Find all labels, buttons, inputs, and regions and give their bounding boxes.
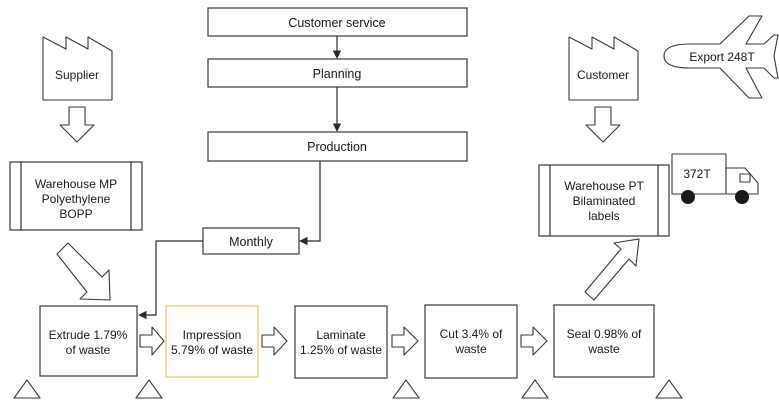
warehouse-mp-box: Warehouse MP Polyethylene BOPP (9, 161, 143, 231)
shipment-arrow-diagonal-icon (584, 238, 640, 301)
arrow-production-to-monthly (299, 161, 321, 246)
warehouse-mp-line2: Polyethylene (42, 192, 111, 206)
inventory-triangle-icon-2 (135, 379, 163, 399)
inventory-triangle-icon-3 (392, 379, 420, 399)
customer-service-box: Customer service (207, 7, 468, 37)
process-impression-box: Impression 5.79% of waste (165, 305, 259, 378)
customer-factory-icon: Customer (568, 36, 639, 101)
process-laminate-box: Laminate 1.25% of waste (294, 305, 388, 379)
process-cut-box: Cut 3.4% of waste (424, 304, 518, 379)
warehouse-pt-box: Warehouse PT Bilaminated labels (538, 164, 670, 237)
inventory-triangle-icon-5 (655, 379, 683, 399)
warehouse-mp-line3: BOPP (59, 207, 92, 221)
process-cut-line1: Cut 3.4% of (440, 327, 503, 341)
push-arrow-right-icon-2 (261, 326, 288, 356)
process-extrude-line2: of waste (66, 343, 111, 357)
delivery-truck-icon: 372T (671, 153, 759, 204)
truck-label: 372T (683, 167, 711, 181)
push-arrow-diagonal-icon (56, 242, 111, 301)
push-arrow-down-icon (59, 106, 95, 143)
push-arrow-right-icon-1 (139, 326, 165, 356)
process-cut-line2: waste (454, 342, 487, 356)
export-label: Export 248T (689, 50, 755, 64)
export-airplane-icon: Export 248T (663, 15, 779, 99)
push-arrow-right-icon-4 (520, 326, 548, 356)
planning-box: Planning (207, 58, 468, 88)
monthly-label: Monthly (229, 235, 274, 249)
shipment-arrow-down-icon (585, 106, 621, 143)
push-arrow-right-icon-3 (391, 326, 419, 356)
process-seal-line1: Seal 0.98% of (567, 327, 642, 341)
warehouse-pt-line3: labels (588, 209, 619, 223)
customer-label: Customer (577, 68, 629, 82)
production-label: Production (307, 140, 367, 154)
process-impression-line1: Impression (183, 328, 242, 342)
warehouse-mp-line1: Warehouse MP (35, 177, 117, 191)
process-laminate-line2: 1.25% of waste (300, 343, 382, 357)
warehouse-pt-line2: Bilaminated (573, 194, 636, 208)
process-seal-line2: waste (587, 342, 620, 356)
process-laminate-line1: Laminate (316, 328, 366, 342)
planning-label: Planning (313, 67, 362, 81)
arrow-monthly-to-extrude (138, 240, 203, 320)
inventory-triangle-icon-1 (13, 379, 41, 399)
inventory-triangle-icon-4 (521, 379, 549, 399)
process-extrude-line1: Extrude 1.79% (49, 328, 128, 342)
process-extrude-box: Extrude 1.79% of waste (39, 305, 138, 377)
customer-service-label: Customer service (288, 16, 385, 30)
monthly-box: Monthly (202, 227, 300, 255)
warehouse-pt-line1: Warehouse PT (564, 179, 644, 193)
process-impression-line2: 5.79% of waste (171, 343, 253, 357)
supplier-label: Supplier (55, 68, 99, 82)
process-seal-box: Seal 0.98% of waste (553, 304, 655, 378)
supplier-factory-icon: Supplier (42, 36, 113, 101)
production-box: Production (207, 131, 468, 162)
